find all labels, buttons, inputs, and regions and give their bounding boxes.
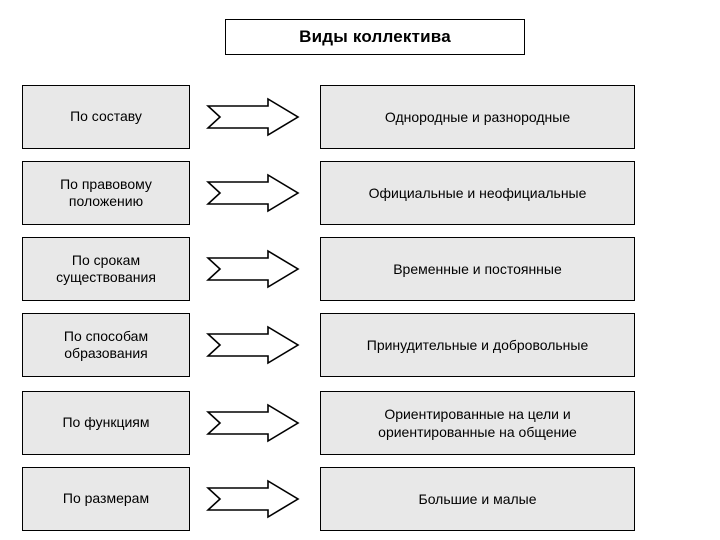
value-box-1: Однородные и разнородные xyxy=(320,85,635,149)
right-arrow-icon xyxy=(206,173,300,213)
category-label-5: По функциям xyxy=(62,414,150,431)
value-box-5: Ориентированные на цели и ориентированны… xyxy=(320,391,635,455)
value-label-3: Временные и постоянные xyxy=(393,260,562,277)
value-label-6: Большие и малые xyxy=(418,490,537,507)
category-label-3: По срокам существования xyxy=(56,251,156,286)
value-label-2: Официальные и неофициальные xyxy=(368,184,587,201)
category-box-2: По правовому положению xyxy=(22,161,190,225)
category-box-6: По размерам xyxy=(22,467,190,531)
diagram-row: По функциям Ориентированные на цели и ор… xyxy=(0,391,720,455)
right-arrow-icon xyxy=(206,403,300,443)
category-label-6: По размерам xyxy=(62,490,150,507)
right-arrow-icon xyxy=(206,97,300,137)
right-arrow-icon xyxy=(206,249,300,289)
page-title: Виды коллектива xyxy=(299,27,451,46)
category-box-4: По способам образования xyxy=(22,313,190,377)
value-box-6: Большие и малые xyxy=(320,467,635,531)
value-label-5: Ориентированные на цели и ориентированны… xyxy=(378,405,577,440)
diagram-row: По размерам Большие и малые xyxy=(0,467,720,531)
right-arrow-icon xyxy=(206,479,300,519)
category-box-3: По срокам существования xyxy=(22,237,190,301)
value-label-4: Принудительные и добровольные xyxy=(366,336,589,353)
category-label-2: По правовому положению xyxy=(60,175,152,210)
diagram-row: По способам образования Принудительные и… xyxy=(0,313,720,377)
diagram-row: По составу Однородные и разнородные xyxy=(0,85,720,149)
category-label-1: По составу xyxy=(70,108,142,125)
value-box-2: Официальные и неофициальные xyxy=(320,161,635,225)
category-box-5: По функциям xyxy=(22,391,190,455)
value-box-4: Принудительные и добровольные xyxy=(320,313,635,377)
right-arrow-icon xyxy=(206,325,300,365)
value-label-1: Однородные и разнородные xyxy=(384,108,571,125)
diagram-title-box: Виды коллектива xyxy=(225,19,525,55)
category-box-1: По составу xyxy=(22,85,190,149)
diagram-row: По срокам существования Временные и пост… xyxy=(0,237,720,301)
diagram-row: По правовому положению Официальные и нео… xyxy=(0,161,720,225)
value-box-3: Временные и постоянные xyxy=(320,237,635,301)
category-label-4: По способам образования xyxy=(63,327,149,362)
